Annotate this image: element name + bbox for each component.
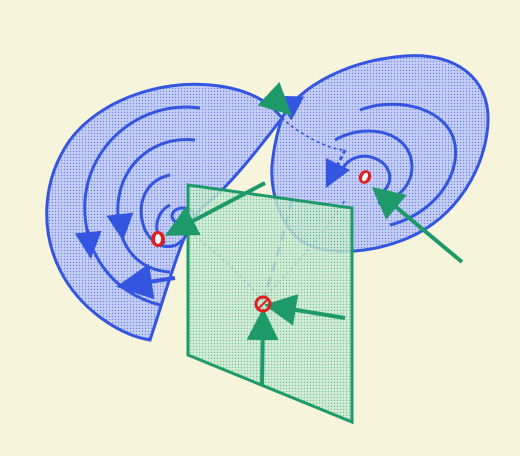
fixed-point-left (151, 231, 165, 247)
arrow-into-saddle-bottom (262, 316, 263, 385)
left-inner-flow-arrow (120, 215, 122, 232)
left-outer-flow-arrow (88, 230, 90, 250)
